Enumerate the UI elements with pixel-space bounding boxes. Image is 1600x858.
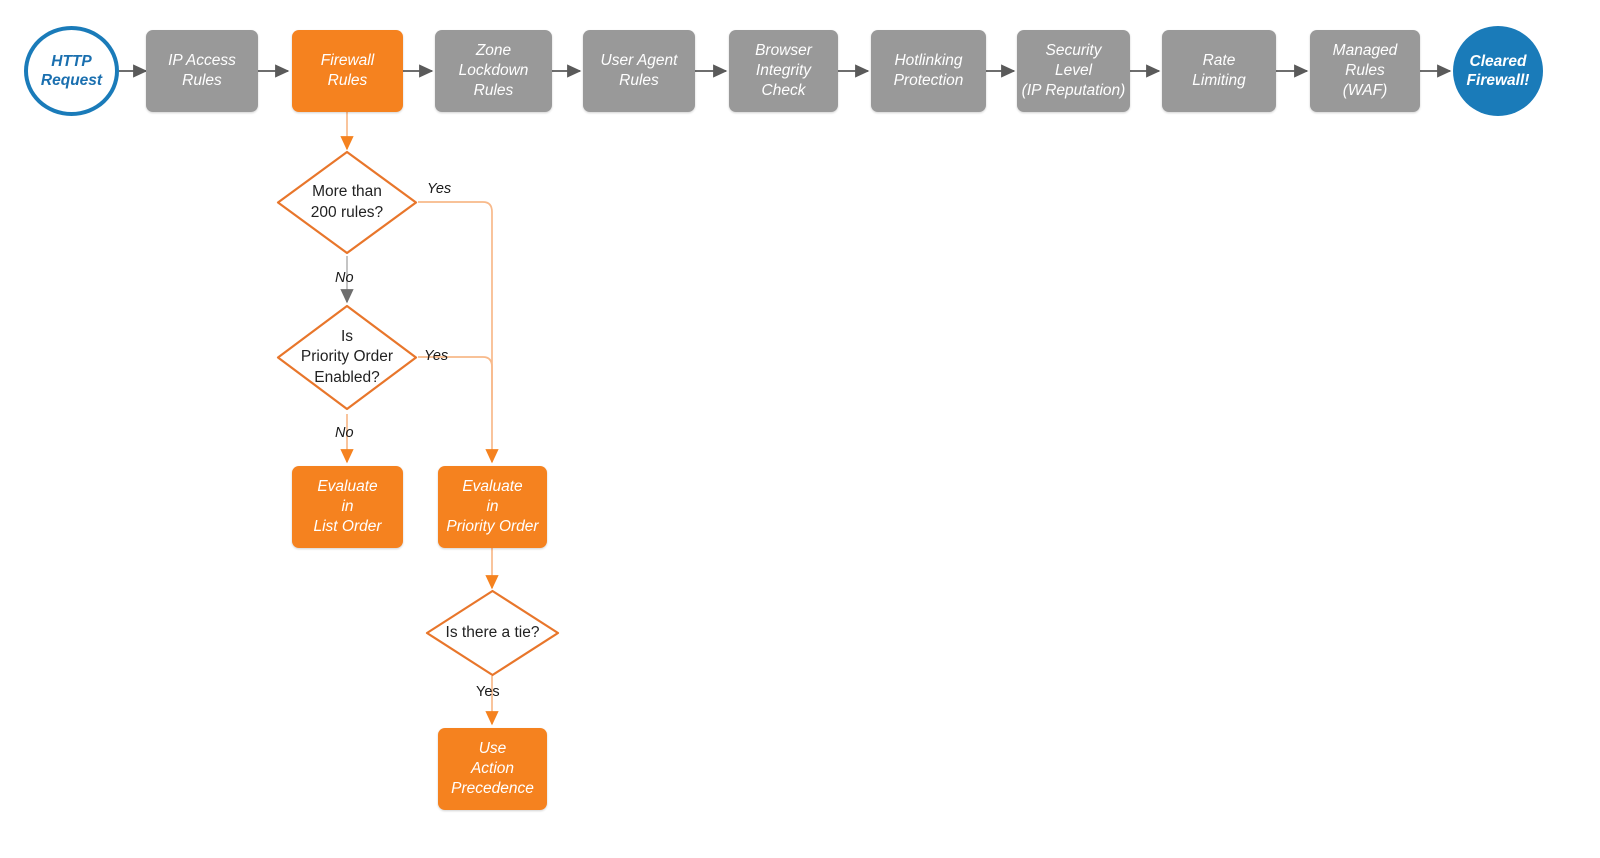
node-rate-limiting[interactable]: Rate Limiting bbox=[1162, 30, 1276, 112]
node-browser-integrity-check-label: Browser Integrity Check bbox=[755, 42, 812, 99]
edge-label-tie-yes: Yes bbox=[476, 684, 500, 700]
node-cleared-firewall-label: Cleared Firewall! bbox=[1466, 52, 1530, 89]
node-user-agent-rules-label: User Agent Rules bbox=[600, 52, 678, 89]
diamond-shape bbox=[276, 150, 418, 255]
node-rate-limiting-label: Rate Limiting bbox=[1192, 52, 1246, 89]
node-hotlinking-protection-label: Hotlinking Protection bbox=[893, 52, 964, 89]
edge-label-more-than-200-yes: Yes bbox=[427, 181, 452, 197]
node-evaluate-list-order[interactable]: Evaluate in List Order bbox=[292, 466, 403, 548]
node-http-request[interactable]: HTTP Request bbox=[24, 26, 119, 116]
node-ip-access-rules-label: IP Access Rules bbox=[168, 52, 236, 89]
node-security-level[interactable]: Security Level (IP Reputation) bbox=[1017, 30, 1130, 112]
node-firewall-rules-label: Firewall Rules bbox=[320, 52, 375, 89]
node-user-agent-rules[interactable]: User Agent Rules bbox=[583, 30, 695, 112]
node-http-request-label: HTTP Request bbox=[40, 52, 103, 89]
node-evaluate-priority-order-label: Evaluate in Priority Order bbox=[446, 478, 539, 535]
node-evaluate-list-order-label: Evaluate in List Order bbox=[313, 478, 382, 535]
decision-is-there-a-tie[interactable]: Is there a tie? bbox=[425, 589, 560, 677]
node-security-level-label: Security Level (IP Reputation) bbox=[1021, 42, 1126, 99]
node-zone-lockdown-rules[interactable]: Zone Lockdown Rules bbox=[435, 30, 552, 112]
node-managed-rules-waf[interactable]: Managed Rules (WAF) bbox=[1310, 30, 1420, 112]
node-cleared-firewall[interactable]: Cleared Firewall! bbox=[1453, 26, 1543, 116]
node-hotlinking-protection[interactable]: Hotlinking Protection bbox=[871, 30, 986, 112]
node-use-action-precedence-label: Use Action Precedence bbox=[451, 740, 534, 797]
decision-priority-order-enabled-label: Is Priority Order Enabled? bbox=[300, 328, 394, 386]
node-managed-rules-waf-label: Managed Rules (WAF) bbox=[1332, 42, 1398, 99]
node-browser-integrity-check[interactable]: Browser Integrity Check bbox=[729, 30, 838, 112]
decision-priority-order-enabled[interactable]: Is Priority Order Enabled? bbox=[276, 304, 418, 411]
decision-is-there-a-tie-label: Is there a tie? bbox=[445, 623, 540, 641]
edge-label-priority-order-no: No bbox=[335, 425, 354, 441]
diamond-shape bbox=[276, 304, 418, 411]
decision-more-than-200-rules[interactable]: More than 200 rules? bbox=[276, 150, 418, 255]
node-use-action-precedence[interactable]: Use Action Precedence bbox=[438, 728, 547, 810]
edge-label-priority-order-yes: Yes bbox=[424, 348, 449, 364]
edge-label-more-than-200-no: No bbox=[335, 270, 354, 286]
node-firewall-rules[interactable]: Firewall Rules bbox=[292, 30, 403, 112]
node-zone-lockdown-rules-label: Zone Lockdown Rules bbox=[458, 42, 529, 99]
node-ip-access-rules[interactable]: IP Access Rules bbox=[146, 30, 258, 112]
diamond-shape bbox=[425, 589, 560, 677]
node-evaluate-priority-order[interactable]: Evaluate in Priority Order bbox=[438, 466, 547, 548]
decision-more-than-200-rules-label: More than 200 rules? bbox=[310, 183, 384, 221]
